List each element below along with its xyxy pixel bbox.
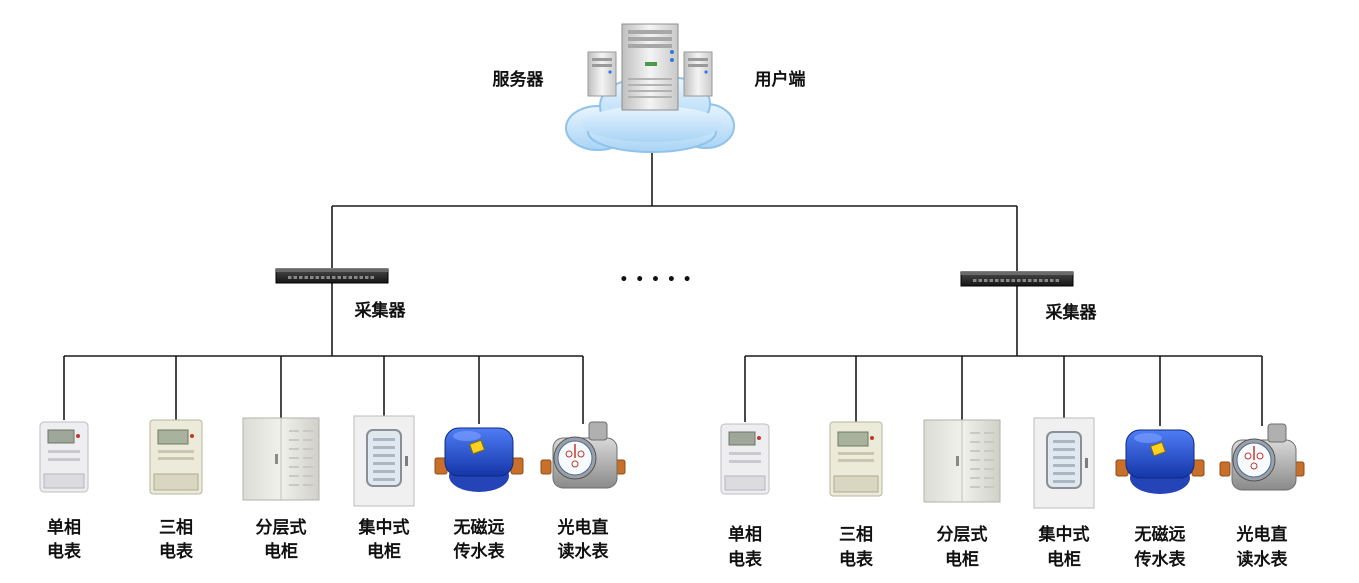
server-label: 服务器	[493, 69, 545, 90]
device-label-line2: 读水表	[558, 541, 610, 562]
device-label-line1: 光电直	[1236, 524, 1288, 545]
nonmagnetic-water-meter-icon	[1115, 429, 1205, 494]
device-label-line1: 光电直	[557, 517, 609, 538]
connection-lines	[63, 150, 1263, 426]
single-phase-meter-icon	[720, 423, 770, 495]
collector-switch-icon	[275, 268, 389, 284]
device-label-line2: 电柜	[264, 541, 298, 562]
device-label-line1: 集中式	[1038, 524, 1090, 545]
device-label-line2: 读水表	[1237, 549, 1289, 570]
photoelectric-water-meter-icon	[540, 421, 626, 489]
device-label-line2: 电柜	[1047, 549, 1081, 570]
ellipsis: • • • • •	[619, 272, 692, 288]
centralized-cabinet-icon	[1033, 417, 1095, 509]
device-label-line1: 分层式	[256, 517, 307, 538]
device-label-line2: 电表	[728, 549, 763, 570]
photoelectric-water-meter-icon	[1219, 423, 1305, 491]
device-label-line1: 无磁远	[1134, 524, 1186, 545]
centralized-cabinet-icon	[353, 415, 415, 507]
device-label-line1: 三相	[839, 524, 873, 545]
device-label-line2: 电柜	[945, 549, 979, 570]
device-label-line1: 集中式	[358, 517, 410, 538]
server-icon	[587, 23, 713, 111]
layered-cabinet-icon	[923, 419, 1001, 503]
single-phase-meter-icon	[39, 421, 89, 493]
device-label-line1: 单相	[47, 517, 81, 538]
device-label-line2: 传水表	[453, 541, 506, 562]
device-label-line2: 电表	[47, 541, 82, 562]
device-label-line2: 传水表	[1134, 549, 1187, 570]
device-label-line2: 电表	[159, 541, 194, 562]
device-label-line1: 无磁远	[453, 517, 505, 538]
device-label-line1: 单相	[728, 524, 762, 545]
three-phase-meter-icon	[149, 419, 203, 495]
server-cloud-icon	[565, 23, 735, 153]
device-label-line1: 三相	[159, 517, 193, 538]
nonmagnetic-water-meter-icon	[434, 427, 524, 492]
collector-label: 采集器	[1045, 302, 1098, 323]
three-phase-meter-icon	[829, 421, 883, 497]
collector-label: 采集器	[354, 300, 407, 321]
collector-switch-icon	[960, 271, 1074, 287]
client-label: 用户端	[755, 69, 806, 90]
device-label-line1: 分层式	[937, 524, 988, 545]
device-label-line2: 电表	[839, 549, 874, 570]
device-label-line2: 电柜	[367, 541, 401, 562]
layered-cabinet-icon	[242, 417, 320, 501]
